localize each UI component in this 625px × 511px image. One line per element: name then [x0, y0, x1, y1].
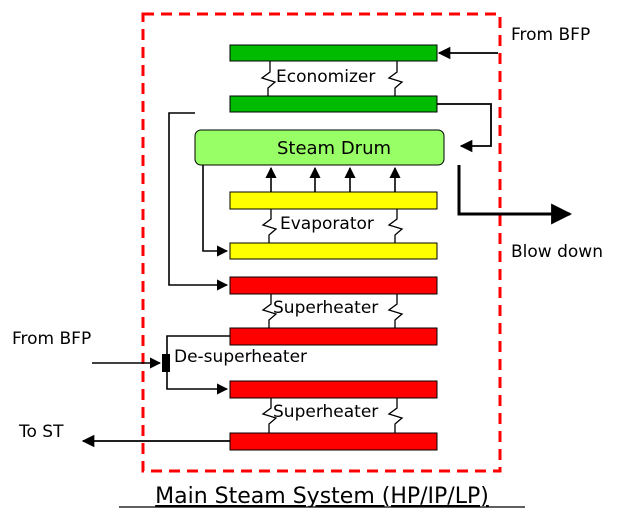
superheater-lower-label: Superheater — [273, 402, 378, 422]
from-bfp-left-label: From BFP — [12, 329, 91, 349]
superheater-upper-tube-bottom — [229, 327, 438, 346]
superheater-upper-section: Superheater — [229, 276, 438, 346]
economizer-link-right — [387, 61, 404, 96]
evaporator-tube-bottom — [229, 242, 438, 260]
superheater-lower-link-right — [387, 398, 404, 433]
superheater-upper-link-left — [261, 294, 278, 328]
economizer-tube-top — [229, 44, 438, 62]
superheater-upper-label: Superheater — [273, 298, 378, 318]
desuperheater-to-superheater-pipe — [166, 372, 229, 395]
superheater-to-desuperheater-pipe — [166, 335, 230, 354]
evaporator-link-right — [387, 209, 404, 243]
from-bfp-top-label: From BFP — [511, 25, 590, 45]
steam-drum-label: Steam Drum — [277, 138, 391, 159]
drum-to-superheater-pipe — [168, 112, 229, 291]
riser-arrows — [265, 166, 401, 192]
evaporator-link-left — [261, 209, 278, 243]
economizer-to-drum-pipe — [437, 103, 492, 153]
superheater-lower-section: Superheater — [229, 380, 438, 451]
evaporator-label: Evaporator — [280, 214, 374, 234]
superheater-lower-tube-bottom — [229, 432, 438, 451]
superheater-upper-tube-top — [229, 276, 438, 295]
superheater-lower-tube-top — [229, 380, 438, 399]
economizer-label: Economizer — [276, 67, 375, 87]
system-boundary — [141, 12, 502, 473]
diagram-caption: Main Steam System (HP/IP/LP) — [155, 484, 489, 509]
economizer-link-left — [260, 61, 277, 96]
superheater-lower-link-left — [261, 398, 278, 433]
superheater-upper-link-right — [387, 294, 404, 328]
blow-down-pipe — [457, 165, 573, 225]
to-st-label: To ST — [18, 422, 64, 442]
blow-down-label: Blow down — [511, 242, 603, 262]
evaporator-section: Evaporator — [229, 191, 438, 260]
desuperheater-block — [162, 354, 170, 372]
downcomer-pipe — [202, 165, 229, 257]
economizer-section: Economizer — [229, 44, 438, 113]
evaporator-tube-top — [229, 191, 438, 210]
desuperheater-label: De-superheater — [174, 347, 307, 367]
steam-drum — [194, 129, 445, 166]
economizer-tube-bottom — [229, 95, 438, 113]
